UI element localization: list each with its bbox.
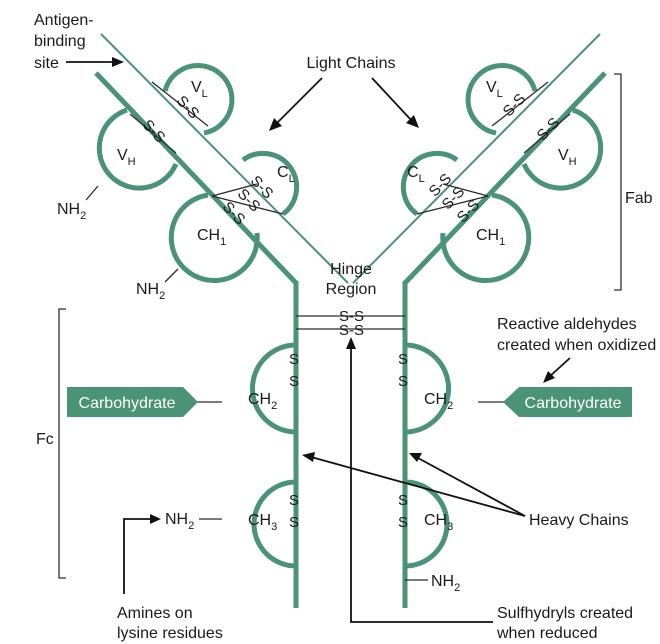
- arrow-head-aldehydes: [543, 371, 555, 383]
- sulfhydryls-annotation: Sulfhydryls created when reduced: [346, 337, 633, 642]
- antigen-line-3: site: [34, 55, 59, 72]
- carbohydrate-label-right: Carbohydrate: [525, 395, 622, 412]
- ch3-domain-right: [404, 479, 450, 569]
- carbohydrate-label-left: Carbohydrate: [79, 395, 176, 412]
- amino-terminus-labels: NH2 NH2 NH2 NH2: [57, 185, 460, 594]
- hinge-line-1: Hinge: [330, 261, 372, 278]
- s-ch3-right-bot: S: [398, 514, 408, 531]
- light-chain-right: [352, 33, 601, 284]
- cl-label-left: CL: [277, 164, 295, 185]
- amines-line-1: Amines on: [117, 605, 193, 622]
- vl-domain-right: [465, 63, 538, 136]
- vh-domain-left: [96, 107, 179, 191]
- arrow-head-heavy-right: [409, 453, 422, 462]
- s-ch2-right-top: S: [398, 351, 408, 368]
- arrow-head-amines: [150, 514, 161, 524]
- ch1-domain-left: [168, 192, 260, 284]
- heavy-chains-annotation: Heavy Chains: [302, 452, 629, 529]
- disulfide-bond-lines: [129, 81, 571, 330]
- arrow-head-sulfhydryls: [346, 337, 356, 349]
- nh2-label-vh: NH2: [57, 201, 86, 222]
- vl-domain-left: [162, 63, 235, 136]
- heavy-chain-left: [94, 71, 299, 608]
- ch3-label-left: CH3: [248, 512, 277, 533]
- vh-label-left: VH: [117, 147, 136, 168]
- arrow-head-light-left: [269, 118, 282, 131]
- vl-label-left: VL: [191, 79, 208, 100]
- light-chains-annotation: Light Chains: [269, 55, 419, 131]
- ch3-label-right: CH3: [424, 512, 453, 533]
- ch1-label-left: CH1: [197, 227, 226, 248]
- vh-domain-right: [521, 107, 604, 191]
- fab-label: Fab: [625, 190, 653, 207]
- hinge-line-2: Region: [326, 281, 377, 298]
- ch2-label-right: CH2: [424, 391, 453, 412]
- hinge-region-annotation: Hinge Region: [326, 261, 377, 298]
- s-ch2-left-bot: S: [289, 373, 299, 390]
- ss-vl-right: S-S: [500, 90, 530, 120]
- antigen-line-1: Antigen-: [34, 12, 94, 29]
- s-ch3-left-top: S: [289, 492, 299, 509]
- reactive-aldehydes-annotation: Reactive aldehydes created when oxidized: [497, 316, 656, 383]
- carbohydrate-tag-left: Carbohydrate: [67, 387, 222, 417]
- vl-label-right: VL: [486, 79, 503, 100]
- ss-hinge-top: S-S: [339, 308, 364, 325]
- heavy-chain-right: [402, 71, 607, 608]
- nh2-label-amines: NH2: [165, 511, 194, 532]
- fab-annotation: Fab: [614, 73, 653, 291]
- ch2-domain-left: [250, 342, 297, 435]
- antigen-binding-site-annotation: Antigen- binding site: [34, 12, 124, 72]
- vh-label-right: VH: [558, 147, 577, 168]
- ch2-label-left: CH2: [248, 391, 277, 412]
- s-ch3-right-top: S: [398, 492, 408, 509]
- nh2-label-ch1: NH2: [136, 281, 165, 302]
- aldehydes-line-2: created when oxidized: [497, 337, 656, 354]
- arrow-head-antigen: [112, 57, 124, 67]
- ss-hinge-bottom: S-S: [339, 322, 364, 339]
- ch2-domain-right: [404, 342, 451, 435]
- fc-annotation: Fc: [36, 308, 66, 579]
- cl-domain-right: [400, 150, 459, 217]
- s-ch2-left-top: S: [289, 351, 299, 368]
- s-ch3-left-bot: S: [289, 514, 299, 531]
- ch3-domain-left: [251, 479, 297, 569]
- cl-label-right: CL: [407, 164, 425, 185]
- ch1-domain-right: [440, 192, 532, 284]
- ch1-label-right: CH1: [476, 227, 505, 248]
- sulfhydryls-line-2: when reduced: [496, 625, 598, 642]
- sulfhydryls-line-1: Sulfhydryls created: [497, 605, 633, 622]
- antigen-line-2: binding: [34, 33, 86, 50]
- cl-domain-left: [241, 150, 300, 217]
- nh2-label-bottom-right: NH2: [431, 573, 460, 594]
- amines-annotation: Amines on lysine residues: [117, 514, 223, 642]
- amines-line-2: lysine residues: [117, 625, 223, 642]
- light-chains-label: Light Chains: [307, 55, 396, 72]
- arrow-head-heavy-left: [302, 452, 315, 462]
- carbohydrate-tag-right: Carbohydrate: [478, 387, 632, 417]
- light-chain-left: [100, 33, 349, 284]
- aldehydes-line-1: Reactive aldehydes: [497, 316, 637, 333]
- fc-label: Fc: [36, 431, 54, 448]
- s-ch2-right-bot: S: [398, 373, 408, 390]
- heavy-chains-label: Heavy Chains: [529, 512, 629, 529]
- arrow-head-light-right: [406, 115, 419, 128]
